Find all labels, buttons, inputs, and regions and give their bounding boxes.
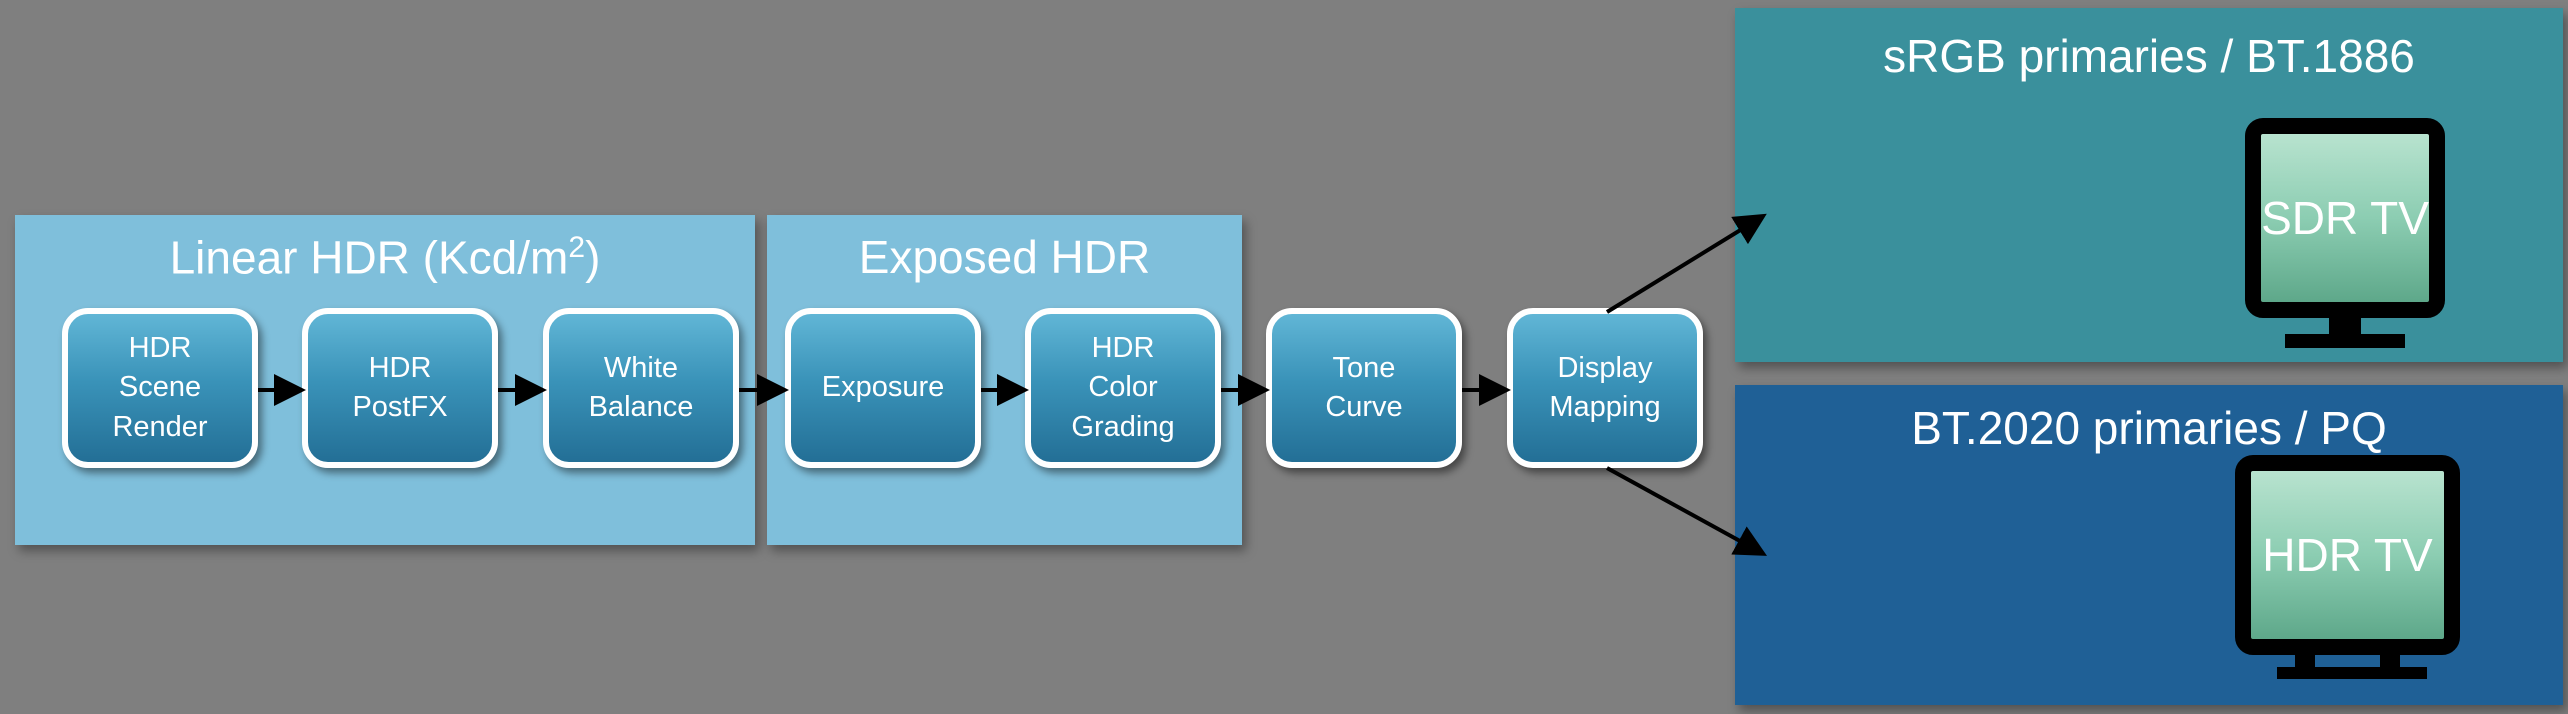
hdr-scene-render-label: HDR Scene Render bbox=[112, 332, 208, 443]
sdr-tv-stand-neck bbox=[2329, 316, 2361, 336]
hdr-tv-stand-neck-left bbox=[2295, 653, 2315, 669]
hdr-panel-title: BT.2020 primaries / PQ bbox=[1911, 402, 2387, 454]
linear-hdr-title-text: Linear HDR (Kcd/m bbox=[169, 231, 569, 284]
hdr-tv-stand-base bbox=[2277, 667, 2427, 679]
sdr-panel-title: sRGB primaries / BT.1886 bbox=[1883, 30, 2415, 82]
tone-curve-label: Tone Curve bbox=[1325, 351, 1403, 423]
white-balance-label: White Balance bbox=[588, 351, 694, 423]
hdr-display-panel: BT.2020 primaries / PQ HDR TV bbox=[1735, 385, 2563, 705]
exposure-label: Exposure bbox=[821, 371, 945, 404]
arrow-display-mapping-to-hdr bbox=[1606, 466, 1768, 556]
sdr-tv-label: SDR TV bbox=[2261, 192, 2429, 244]
sdr-tv-screen: SDR TV bbox=[2245, 118, 2445, 318]
sdr-tv-stand-base bbox=[2285, 334, 2405, 348]
exposed-hdr-title: Exposed HDR bbox=[858, 231, 1151, 283]
linear-hdr-title-superscript: 2 bbox=[568, 231, 586, 264]
arrow-display-mapping-to-sdr bbox=[1605, 213, 1767, 314]
hdr-scene-render-node[interactable]: HDR Scene Render bbox=[62, 308, 258, 468]
hdr-tv-stand-neck-right bbox=[2380, 653, 2400, 669]
tone-curve-node[interactable]: Tone Curve bbox=[1266, 308, 1462, 468]
display-mapping-label: Display Mapping bbox=[1549, 351, 1661, 423]
linear-hdr-title-end: ) bbox=[585, 231, 601, 284]
hdr-postfx-label: HDR PostFX bbox=[352, 351, 448, 423]
hdr-postfx-node[interactable]: HDR PostFX bbox=[302, 308, 498, 468]
sdr-display-panel: sRGB primaries / BT.1886 SDR TV bbox=[1735, 8, 2563, 362]
display-mapping-node[interactable]: Display Mapping bbox=[1507, 308, 1703, 468]
hdr-color-grading-node[interactable]: HDR Color Grading bbox=[1025, 308, 1221, 468]
hdr-color-grading-label: HDR Color Grading bbox=[1071, 332, 1175, 443]
linear-hdr-title: Linear HDR (Kcd/m2) bbox=[15, 229, 755, 287]
white-balance-node[interactable]: White Balance bbox=[543, 308, 739, 468]
hdr-tv-screen: HDR TV bbox=[2235, 455, 2460, 655]
hdr-tv-label: HDR TV bbox=[2262, 529, 2433, 581]
